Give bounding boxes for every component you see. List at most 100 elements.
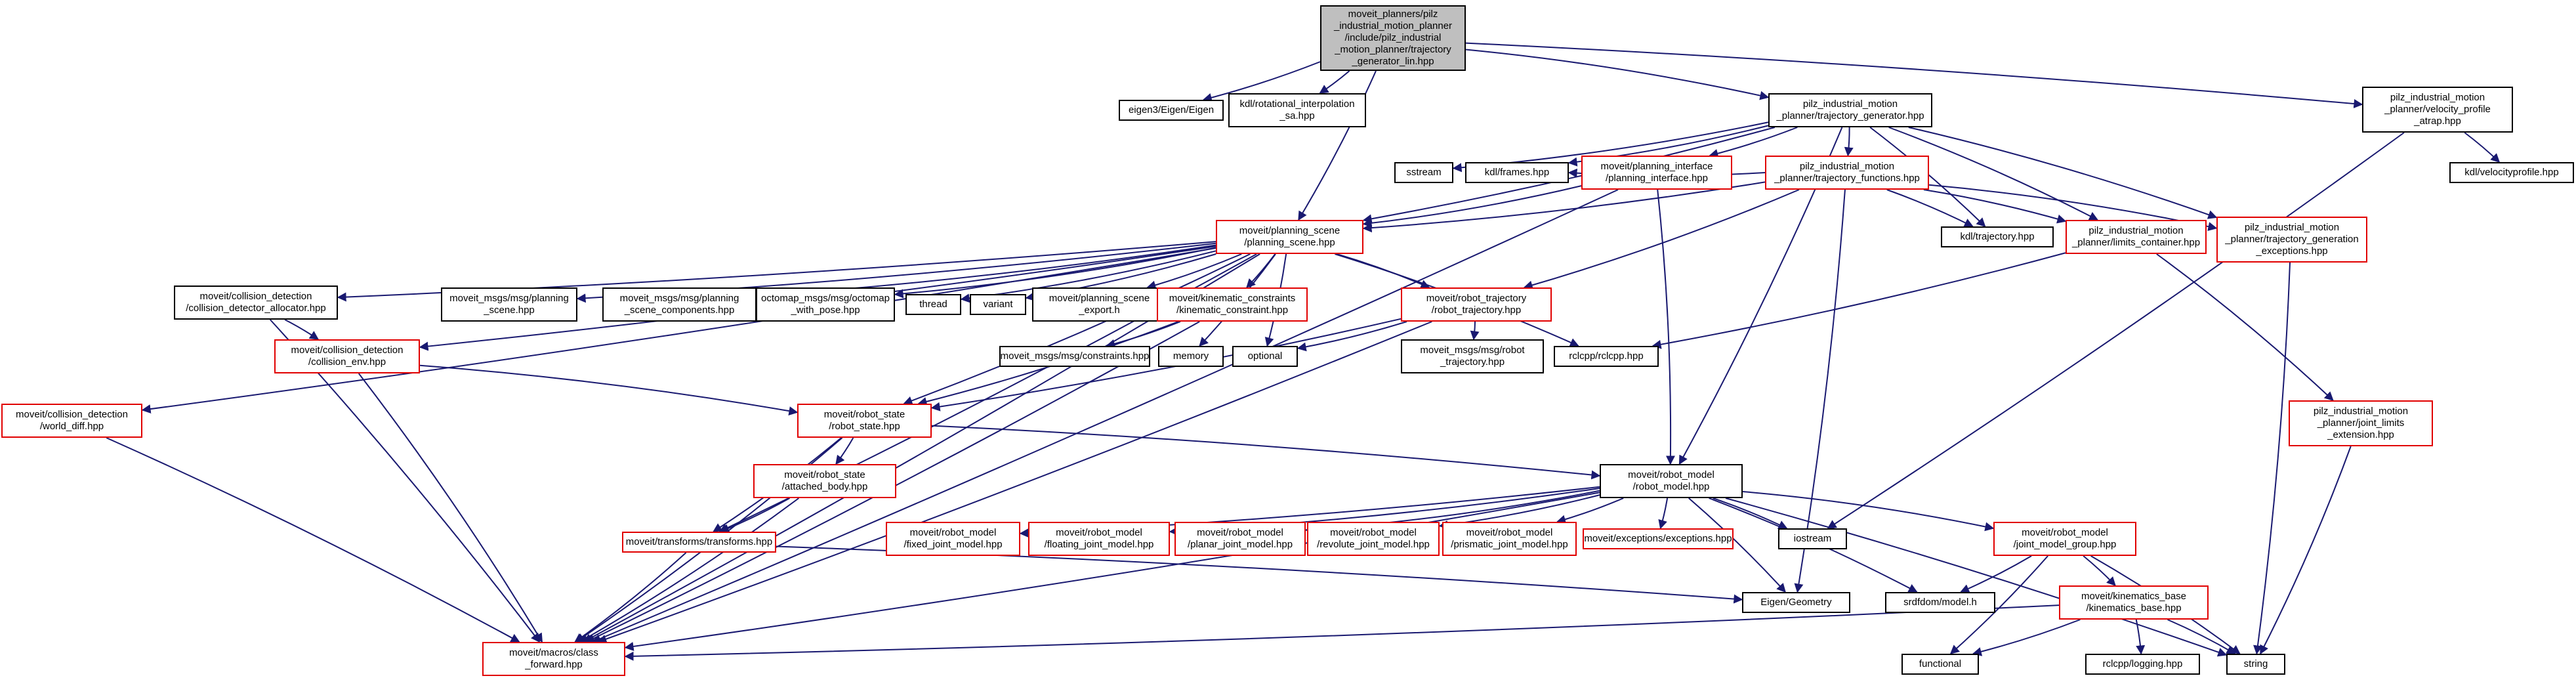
graph-node-label: /planning_scene.hpp	[1244, 237, 1335, 248]
graph-node-n_pse[interactable]: moveit/planning_scene_export.h	[1032, 287, 1167, 322]
graph-node-label: _planner/velocity_profile	[2384, 104, 2491, 115]
graph-node-n_eg[interactable]: Eigen/Geometry	[1742, 592, 1850, 613]
graph-node-n_jle[interactable]: pilz_industrial_motion_planner/joint_lim…	[2289, 400, 2433, 446]
graph-node-n_oct[interactable]: octomap_msgs/msg/octomap_with_pose.hpp	[756, 287, 895, 322]
graph-node-label: moveit/transforms/transforms.hpp	[625, 536, 773, 547]
graph-node-label: /collision_env.hpp	[308, 356, 386, 368]
graph-node-n_sstream[interactable]: sstream	[1394, 162, 1453, 183]
graph-node-n_frames[interactable]: kdl/frames.hpp	[1465, 162, 1569, 183]
graph-node-n_optional[interactable]: optional	[1232, 346, 1298, 367]
include-edge-n_ce-to-n_cf	[358, 373, 543, 643]
include-edge-n_tf-to-n_lc	[1923, 189, 2067, 224]
include-edge-n_ce-to-n_rs	[419, 364, 799, 416]
graph-node-label: memory	[1173, 350, 1209, 362]
graph-node-n_mps[interactable]: moveit_msgs/msg/planning_scene.hpp	[441, 287, 577, 322]
graph-node-n_prj[interactable]: moveit/robot_model/prismatic_joint_model…	[1442, 522, 1577, 556]
graph-node-n_eigen[interactable]: eigen3/Eigen/Eigen	[1119, 100, 1224, 121]
graph-node-label: _planner/trajectory_generator.hpp	[1776, 110, 1924, 121]
graph-node-n_rt[interactable]: moveit/robot_trajectory/robot_trajectory…	[1401, 287, 1552, 322]
graph-node-n_wd[interactable]: moveit/collision_detection/world_diff.hp…	[1, 404, 142, 438]
include-edge-n_lc-to-n_rclcpp	[1652, 252, 2066, 349]
include-edge-main-to-n_ps	[1298, 70, 1377, 221]
graph-node-n_tg[interactable]: pilz_industrial_motion_planner/trajector…	[1768, 93, 1932, 127]
include-edge-n_rt-to-n_rs	[930, 318, 1402, 412]
graph-node-n_iostream[interactable]: iostream	[1778, 528, 1847, 549]
graph-node-n_variant[interactable]: variant	[970, 294, 1026, 315]
graph-node-label: _exceptions.hpp	[2256, 245, 2328, 257]
graph-node-label: Eigen/Geometry	[1760, 597, 1832, 608]
graph-node-label: moveit/planning_scene	[1239, 225, 1340, 236]
include-edge-n_tg-to-n_lc	[1888, 127, 2099, 221]
graph-node-n_tr[interactable]: moveit/transforms/transforms.hpp	[622, 532, 776, 553]
graph-node-n_cda[interactable]: moveit/collision_detection/collision_det…	[174, 286, 338, 320]
graph-node-label: /revolute_joint_model.hpp	[1317, 539, 1430, 550]
graph-node-n_vp[interactable]: kdl/velocityprofile.hpp	[2449, 162, 2574, 183]
graph-node-n_lc[interactable]: pilz_industrial_motion_planner/limits_co…	[2066, 220, 2207, 254]
graph-node-n_ps[interactable]: moveit/planning_scene/planning_scene.hpp	[1216, 220, 1363, 254]
graph-node-label: /attached_body.hpp	[781, 481, 868, 492]
graph-node-label: /planar_joint_model.hpp	[1187, 539, 1293, 550]
graph-node-label: /prismatic_joint_model.hpp	[1451, 539, 1568, 550]
graph-node-n_jmg[interactable]: moveit/robot_model/joint_model_group.hpp	[1993, 522, 2136, 556]
graph-node-n_mc[interactable]: moveit_msgs/msg/constraints.hpp	[999, 346, 1150, 367]
graph-node-n_fj[interactable]: moveit/robot_model/fixed_joint_model.hpp	[886, 522, 1020, 556]
graph-node-n_functional[interactable]: functional	[1901, 654, 1979, 675]
graph-node-label: kdl/frames.hpp	[1484, 167, 1550, 178]
graph-node-n_ex[interactable]: moveit/exceptions/exceptions.hpp	[1583, 528, 1734, 549]
graph-node-n_ab[interactable]: moveit/robot_state/attached_body.hpp	[753, 464, 896, 498]
include-edge-n_tf-to-n_rt	[1523, 189, 1800, 290]
graph-node-label: moveit_msgs/msg/planning	[449, 293, 569, 304]
include-edge-n_rt-to-n_mrt	[1470, 321, 1480, 341]
include-edge-n_jmg-to-n_kb	[2083, 555, 2116, 587]
graph-node-n_mrt[interactable]: moveit_msgs/msg/robot_trajectory.hpp	[1401, 339, 1544, 373]
include-edge-n_rm-to-n_jmg	[1742, 490, 1995, 532]
graph-node-n_srdf[interactable]: srdfdom/model.h	[1885, 592, 1995, 613]
graph-node-n_mpsc[interactable]: moveit_msgs/msg/planning_scene_component…	[602, 287, 757, 322]
include-edge-n_tg-to-n_tge	[1908, 127, 2218, 219]
graph-node-label: optional	[1247, 350, 1283, 362]
graph-node-n_ktraj[interactable]: kdl/trajectory.hpp	[1941, 226, 2054, 247]
graph-node-label: /floating_joint_model.hpp	[1044, 539, 1154, 550]
graph-node-n_kc[interactable]: moveit/kinematic_constraints/kinematic_c…	[1157, 287, 1308, 322]
graph-node-label: kdl/velocityprofile.hpp	[2464, 167, 2559, 178]
graph-node-label: moveit/collision_detection	[291, 345, 404, 356]
graph-node-n_flj[interactable]: moveit/robot_model/floating_joint_model.…	[1028, 522, 1170, 556]
graph-node-label: moveit/robot_state	[784, 469, 865, 480]
graph-node-n_logging[interactable]: rclcpp/logging.hpp	[2085, 654, 2200, 675]
graph-node-label: _atrap.hpp	[2414, 116, 2461, 127]
graph-node-label: _planner/joint_limits	[2317, 417, 2405, 429]
graph-node-label: moveit/robot_model	[1330, 527, 1417, 538]
graph-node-n_kb[interactable]: moveit/kinematics_base/kinematics_base.h…	[2059, 585, 2209, 620]
graph-node-n_ce[interactable]: moveit/collision_detection/collision_env…	[274, 339, 420, 373]
graph-node-label: moveit_planners/pilz	[1348, 9, 1438, 20]
graph-node-label: iostream	[1793, 533, 1832, 544]
graph-node-label: _scene_components.hpp	[624, 305, 735, 316]
include-edge-n_tg-to-n_ktraj	[1869, 127, 1986, 227]
include-edge-n_pi-to-n_cf	[591, 189, 1619, 643]
graph-node-label: moveit/robot_model	[909, 527, 997, 538]
graph-node-n_thread[interactable]: thread	[905, 294, 961, 315]
graph-node-n_string[interactable]: string	[2226, 654, 2285, 675]
graph-node-n_rs[interactable]: moveit/robot_state/robot_state.hpp	[797, 404, 932, 438]
graph-node-n_rm[interactable]: moveit/robot_model/robot_model.hpp	[1600, 464, 1743, 498]
include-edge-n_tg-to-n_tf	[1844, 127, 1854, 157]
graph-node-n_pj[interactable]: moveit/robot_model/planar_joint_model.hp…	[1174, 522, 1306, 556]
graph-node-n_tf[interactable]: pilz_industrial_motion_planner/trajector…	[1765, 156, 1929, 190]
graph-node-label: moveit/collision_detection	[199, 291, 312, 302]
include-edge-n_rm-to-n_cf	[624, 492, 1600, 651]
graph-node-n_rclcpp[interactable]: rclcpp/rclcpp.hpp	[1554, 346, 1659, 367]
include-edge-n_tg-to-n_pi	[1709, 127, 1798, 158]
graph-node-n_tge[interactable]: pilz_industrial_motion_planner/trajector…	[2216, 217, 2367, 263]
graph-node-n_rotint[interactable]: kdl/rotational_interpolation_sa.hpp	[1228, 93, 1366, 127]
graph-node-n_cf[interactable]: moveit/macros/class_forward.hpp	[482, 642, 625, 676]
graph-node-label: rclcpp/logging.hpp	[2102, 658, 2183, 669]
graph-node-n_memory[interactable]: memory	[1158, 346, 1224, 367]
graph-node-n_vpa[interactable]: pilz_industrial_motion_planner/velocity_…	[2362, 87, 2513, 133]
graph-node-n_pi[interactable]: moveit/planning_interface/planning_inter…	[1581, 156, 1732, 190]
include-edge-n_ps-to-n_wd	[141, 247, 1216, 414]
graph-node-label: _sa.hpp	[1279, 110, 1315, 121]
graph-node-n_rj[interactable]: moveit/robot_model/revolute_joint_model.…	[1307, 522, 1440, 556]
graph-node-label: _extension.hpp	[2327, 429, 2394, 440]
graph-node-label: _industrial_motion_planner	[1333, 20, 1453, 32]
graph-node-label: kdl/trajectory.hpp	[1960, 231, 2035, 242]
